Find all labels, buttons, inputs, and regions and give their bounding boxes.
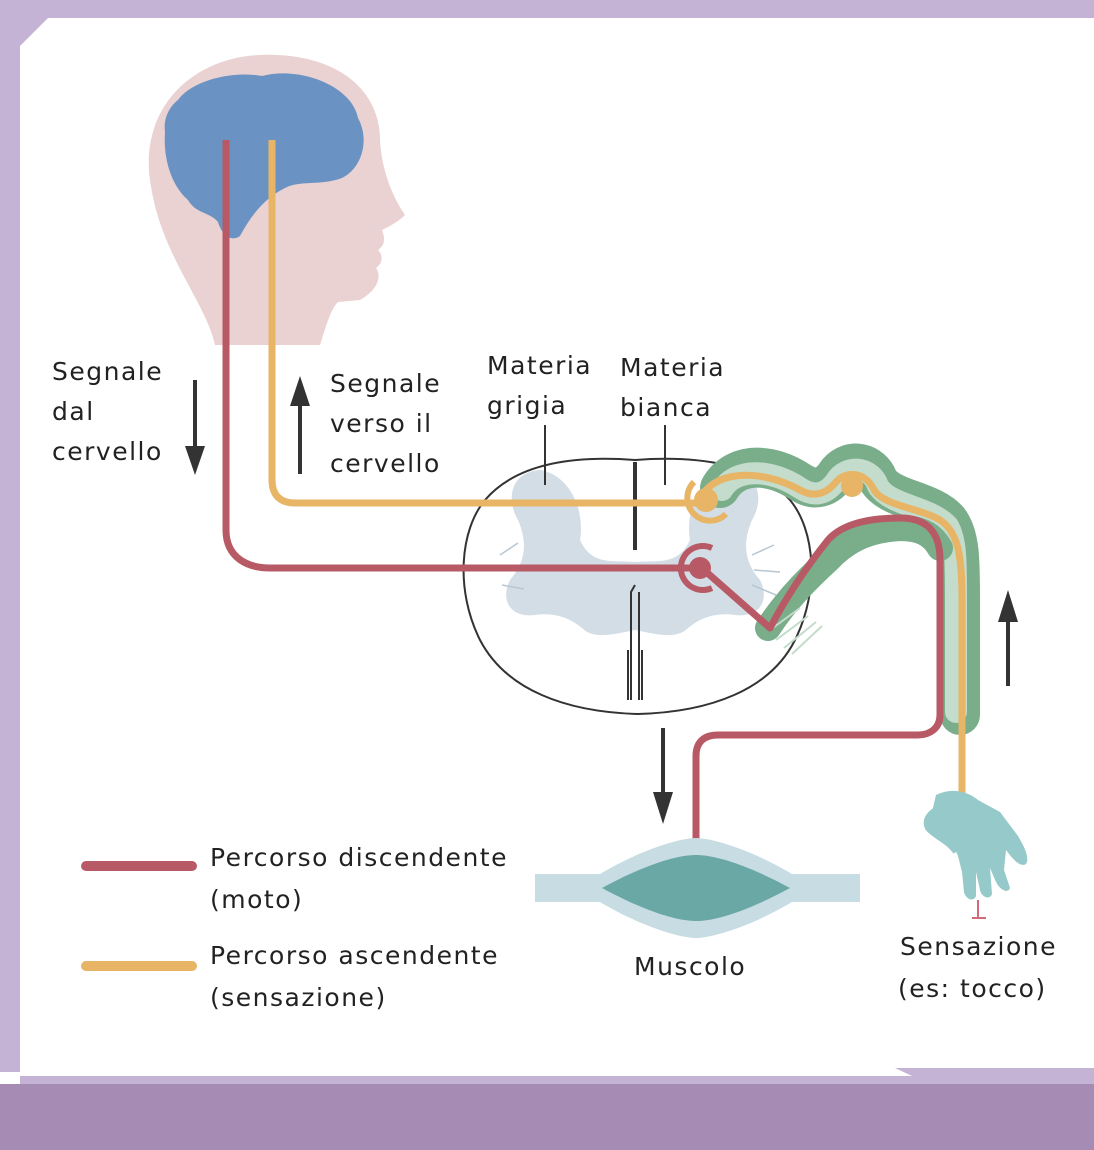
svg-text:(sensazione): (sensazione): [210, 983, 387, 1012]
svg-text:Percorso ascendente: Percorso ascendente: [210, 941, 499, 970]
svg-text:(moto): (moto): [210, 885, 303, 914]
svg-text:cervello: cervello: [52, 437, 163, 466]
label-sensation: Sensazione (es: tocco): [898, 932, 1057, 1003]
bottom-band: [0, 1084, 1094, 1150]
svg-text:Segnale: Segnale: [52, 357, 163, 386]
hand-illustration: [927, 791, 1028, 918]
label-signal-to-brain: Segnale verso il cervello: [330, 369, 441, 478]
svg-text:dal: dal: [52, 397, 95, 426]
svg-text:Sensazione: Sensazione: [900, 932, 1057, 961]
svg-text:Materia: Materia: [620, 353, 725, 382]
legend-item-descending: Percorso discendente (moto): [86, 843, 508, 914]
arrow-down-icon: [185, 380, 205, 475]
svg-text:verso il: verso il: [330, 409, 433, 438]
label-signal-from-brain: Segnale dal cervello: [52, 357, 163, 466]
svg-text:Segnale: Segnale: [330, 369, 441, 398]
arrow-up-icon: [290, 376, 310, 474]
arrow-down-icon: [653, 728, 673, 824]
muscle-illustration: [535, 838, 860, 938]
ascending-synapse: [694, 488, 718, 512]
arrow-up-icon: [998, 590, 1018, 686]
svg-text:grigia: grigia: [487, 391, 567, 420]
svg-text:cervello: cervello: [330, 449, 441, 478]
svg-text:Percorso discendente: Percorso discendente: [210, 843, 508, 872]
svg-text:bianca: bianca: [620, 393, 712, 422]
svg-text:Materia: Materia: [487, 351, 592, 380]
label-white-matter: Materia bianca: [620, 353, 725, 422]
label-gray-matter: Materia grigia: [487, 351, 592, 420]
dorsal-root-ganglion: [841, 475, 863, 497]
spinal-cord-section: [464, 459, 812, 714]
legend-item-ascending: Percorso ascendente (sensazione): [86, 941, 499, 1012]
legend: Percorso discendente (moto) Percorso asc…: [86, 843, 508, 1012]
label-muscle: Muscolo: [634, 952, 746, 981]
svg-text:(es: tocco): (es: tocco): [898, 974, 1047, 1003]
head-illustration: [149, 55, 405, 345]
